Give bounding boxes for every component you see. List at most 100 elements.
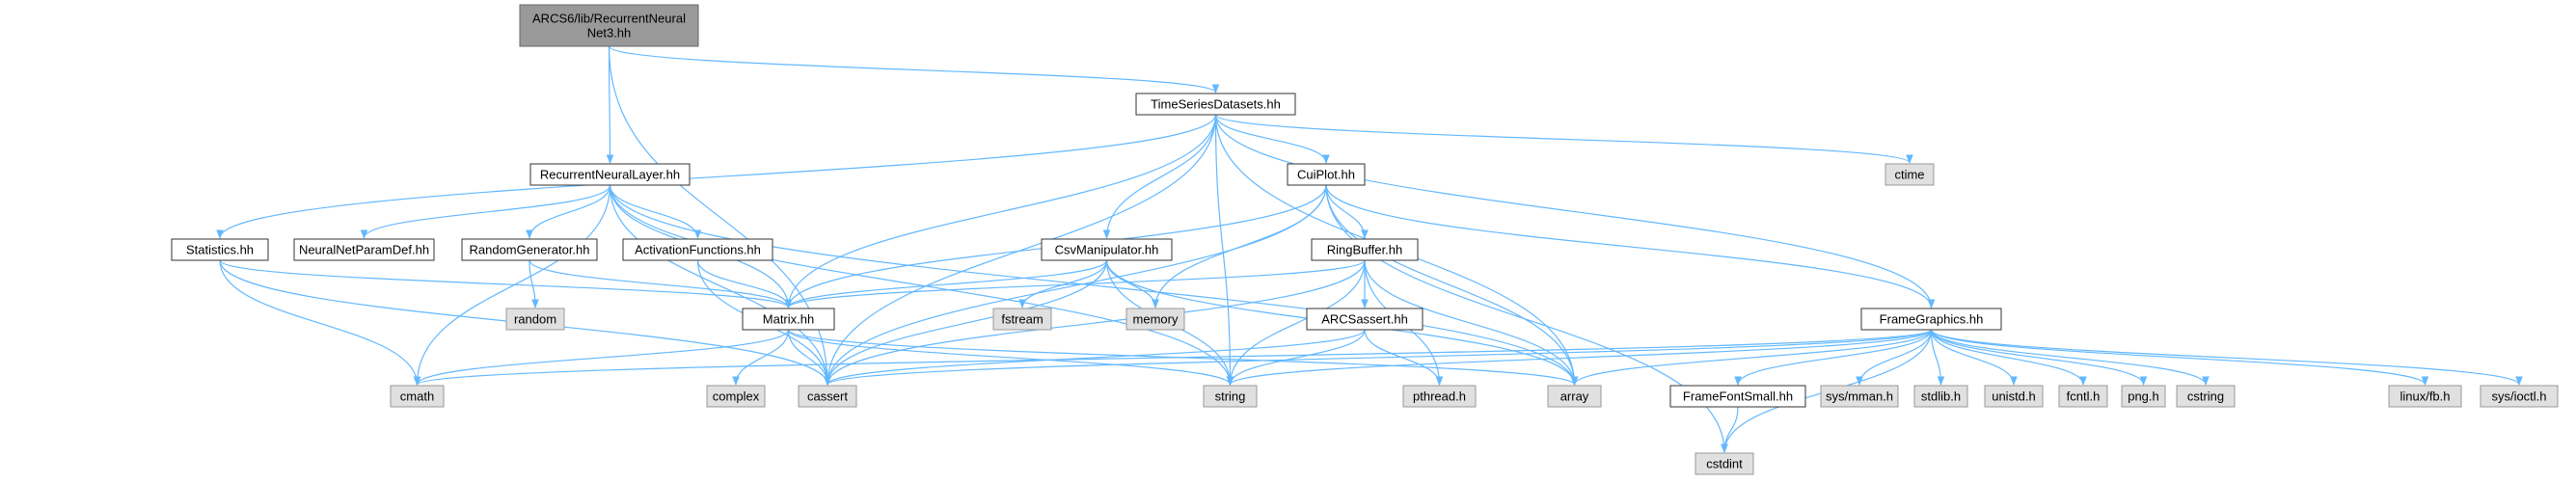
node-activation[interactable]: ActivationFunctions.hh xyxy=(622,238,773,261)
node-array-label: array xyxy=(1560,389,1589,404)
edge-rnnlayer-to-string xyxy=(609,184,1234,386)
node-framefont[interactable]: FrameFontSmall.hh xyxy=(1669,385,1806,408)
edge-cuiplot-to-memory xyxy=(1152,184,1327,309)
node-cstring: cstring xyxy=(2176,385,2236,408)
edge-framegraphics-to-array xyxy=(1570,329,1933,386)
edge-timeseries-to-cassert xyxy=(824,114,1217,386)
node-complex-label: complex xyxy=(713,389,760,404)
edge-randomgen-to-matrix xyxy=(529,259,793,309)
node-ctime: ctime xyxy=(1885,163,1935,186)
node-fcntl: fcntl.h xyxy=(2058,385,2108,408)
node-memory: memory xyxy=(1125,308,1185,331)
node-pthread-label: pthread.h xyxy=(1413,389,1466,404)
edge-matrix-to-complex xyxy=(732,329,790,386)
edge-cuiplot-to-array xyxy=(1325,184,1579,386)
edge-timeseries-to-cuiplot xyxy=(1214,114,1330,164)
node-matrix[interactable]: Matrix.hh xyxy=(742,308,835,331)
node-cassert-box xyxy=(798,385,857,408)
node-rnnlayer[interactable]: RecurrentNeuralLayer.hh xyxy=(529,163,691,186)
node-nnparam-box xyxy=(293,238,435,261)
node-timeseries[interactable]: TimeSeriesDatasets.hh xyxy=(1135,93,1296,116)
edge-matrix-to-cmath xyxy=(413,329,790,386)
node-timeseries-label: TimeSeriesDatasets.hh xyxy=(1151,97,1281,112)
node-ringbuffer-box xyxy=(1311,238,1419,261)
edge-timeseries-to-ctime xyxy=(1214,114,1913,164)
node-sysmman-label: sys/mman.h xyxy=(1826,389,1893,404)
edge-rnnlayer-to-cassert xyxy=(609,184,831,386)
edge-timeseries-to-string xyxy=(1214,114,1234,386)
node-randomgen[interactable]: RandomGenerator.hh xyxy=(461,238,598,261)
edge-framegraphics-to-cassert xyxy=(824,329,1933,386)
node-arcsassert[interactable]: ARCSassert.hh xyxy=(1306,308,1424,331)
edge-timeseries-to-matrix xyxy=(784,114,1217,309)
node-ctime-box xyxy=(1885,163,1935,186)
node-unistd: unistd.h xyxy=(1984,385,2044,408)
node-cuiplot-box xyxy=(1287,163,1366,186)
node-activation-label: ActivationFunctions.hh xyxy=(635,243,761,257)
edge-framegraphics-to-unistd xyxy=(1930,329,2018,386)
node-random-box xyxy=(505,308,565,331)
node-sysioctl-label: sys/ioctl.h xyxy=(2491,389,2546,404)
node-framegraphics[interactable]: FrameGraphics.hh xyxy=(1860,308,2002,331)
node-ctime-label: ctime xyxy=(1894,168,1924,182)
node-ringbuffer[interactable]: RingBuffer.hh xyxy=(1311,238,1419,261)
edge-rnnlayer-to-array xyxy=(609,184,1579,386)
node-root-box xyxy=(519,4,699,47)
node-pthread-box xyxy=(1402,385,1477,408)
node-csvmanip[interactable]: CsvManipulator.hh xyxy=(1041,238,1173,261)
node-cassert: cassert xyxy=(798,385,857,408)
edge-arcsassert-to-cassert xyxy=(824,329,1366,386)
node-nnparam[interactable]: NeuralNetParamDef.hh xyxy=(293,238,435,261)
edge-ringbuffer-to-matrix xyxy=(784,259,1366,309)
edge-matrix-to-string xyxy=(787,329,1234,386)
edge-framegraphics-to-cstring xyxy=(1930,329,2210,386)
edge-ringbuffer-to-cassert xyxy=(824,259,1366,386)
node-cstdint-label: cstdint xyxy=(1706,457,1743,471)
node-arcsassert-label: ARCSassert.hh xyxy=(1321,312,1408,327)
edge-statistics-to-cmath xyxy=(219,259,421,386)
edge-cuiplot-to-ringbuffer xyxy=(1325,184,1369,239)
edge-root-to-timeseries xyxy=(608,45,1220,94)
edge-statistics-to-matrix xyxy=(219,259,793,309)
node-csvmanip-box xyxy=(1041,238,1173,261)
node-cstdint-box xyxy=(1695,452,1754,475)
edge-rnnlayer-to-nnparam xyxy=(360,184,611,239)
node-complex-box xyxy=(706,385,766,408)
node-cuiplot[interactable]: CuiPlot.hh xyxy=(1287,163,1366,186)
node-cassert-label: cassert xyxy=(807,389,848,404)
node-matrix-label: Matrix.hh xyxy=(763,312,814,327)
node-linuxfb: linux/fb.h xyxy=(2388,385,2462,408)
node-activation-box xyxy=(622,238,773,261)
node-statistics[interactable]: Statistics.hh xyxy=(171,238,269,261)
node-cmath-label: cmath xyxy=(400,389,434,404)
node-pthread: pthread.h xyxy=(1402,385,1477,408)
dependency-edges xyxy=(216,45,2523,453)
node-cstring-label: cstring xyxy=(2187,389,2224,404)
node-string-label: string xyxy=(1215,389,1246,404)
node-timeseries-box xyxy=(1135,93,1296,116)
node-sysmman: sys/mman.h xyxy=(1820,385,1899,408)
node-png-box xyxy=(2121,385,2166,408)
node-rnnlayer-label: RecurrentNeuralLayer.hh xyxy=(540,168,680,182)
node-statistics-box xyxy=(171,238,269,261)
node-fstream: fstream xyxy=(992,308,1052,331)
edge-framegraphics-to-png xyxy=(1930,329,2148,386)
node-fcntl-label: fcntl.h xyxy=(2067,389,2101,404)
node-stdlib: stdlib.h xyxy=(1913,385,1968,408)
node-statistics-label: Statistics.hh xyxy=(186,243,254,257)
node-framefont-box xyxy=(1669,385,1806,408)
edge-activation-to-matrix xyxy=(696,259,793,309)
node-ringbuffer-label: RingBuffer.hh xyxy=(1327,243,1403,257)
edge-randomgen-to-random xyxy=(529,259,539,309)
node-complex: complex xyxy=(706,385,766,408)
node-memory-box xyxy=(1125,308,1185,331)
edge-cuiplot-to-framegraphics xyxy=(1325,184,1936,309)
node-png: png.h xyxy=(2121,385,2166,408)
node-framegraphics-label: FrameGraphics.hh xyxy=(1880,312,1984,327)
node-string: string xyxy=(1203,385,1258,408)
node-array: array xyxy=(1547,385,1602,408)
node-array-box xyxy=(1547,385,1602,408)
node-cuiplot-label: CuiPlot.hh xyxy=(1297,168,1355,182)
